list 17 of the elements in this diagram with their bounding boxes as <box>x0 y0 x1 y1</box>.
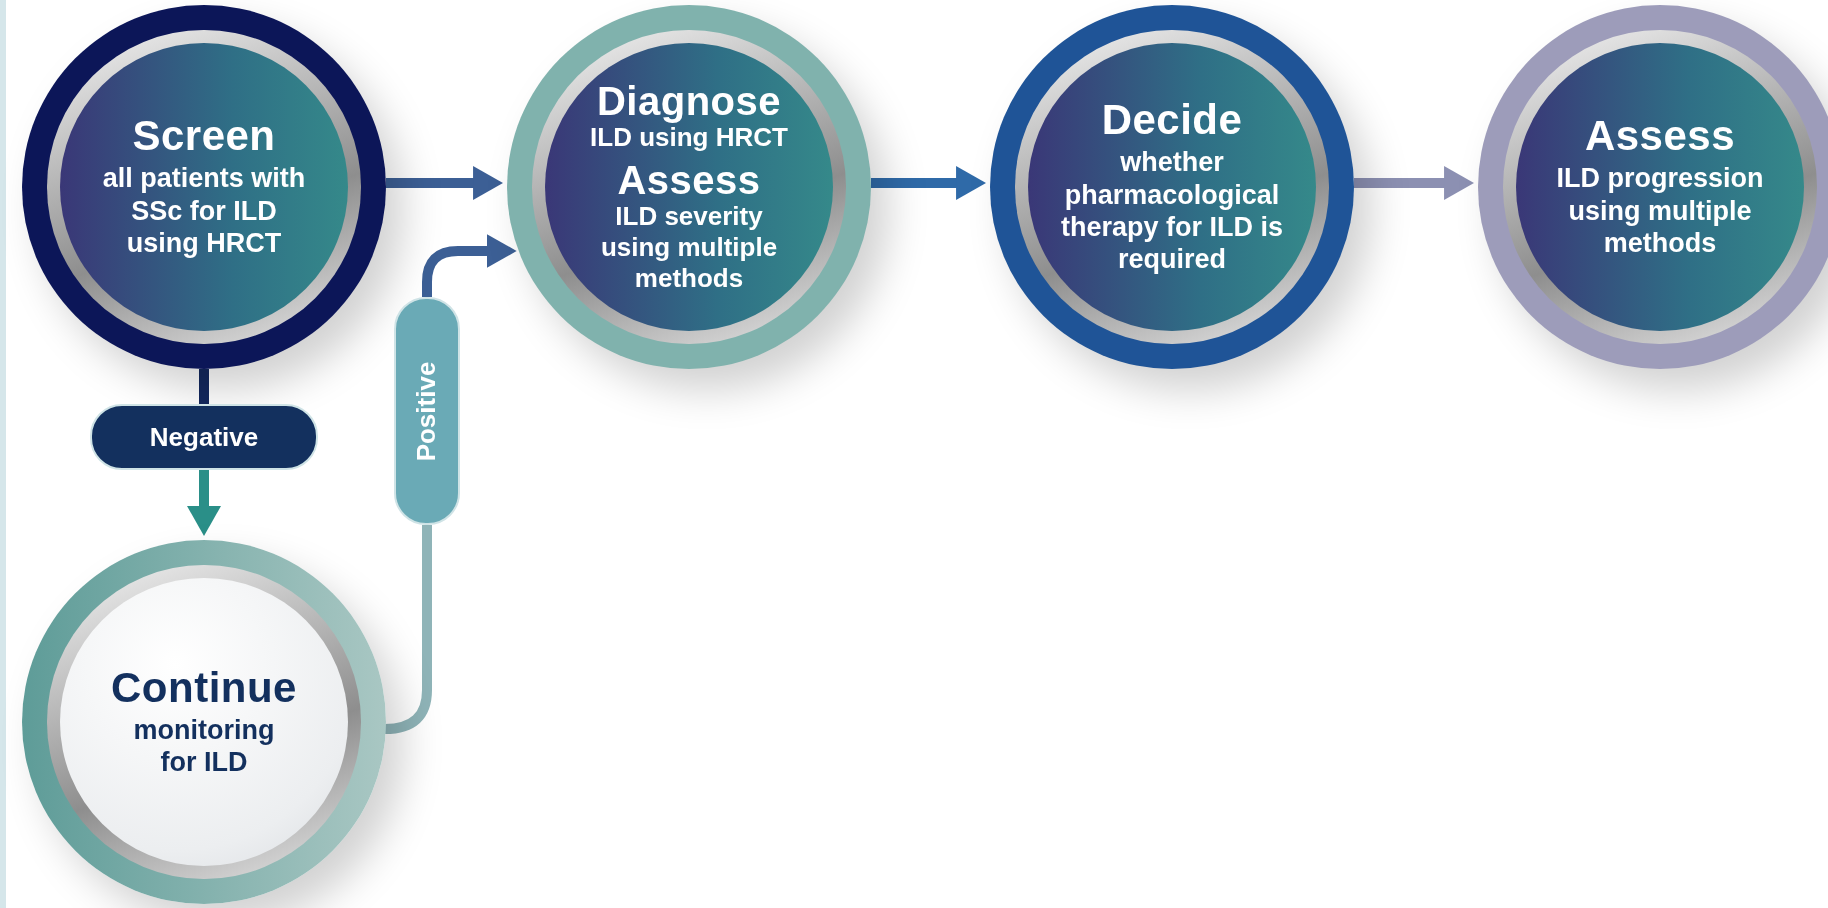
step-heading: Assess <box>1584 114 1736 159</box>
connector-arrow <box>385 166 504 200</box>
result-pill: Negative <box>90 404 318 470</box>
step-description: whether pharmacological therapy for ILD is required <box>1059 146 1284 276</box>
step-heading: Screen <box>132 114 276 159</box>
step-heading: Decide <box>1101 98 1243 143</box>
step-description: ILD progression using multiple methods <box>1555 162 1765 260</box>
step-description: all patients with SSc for ILD using HRCT <box>101 162 307 260</box>
connector-arrow <box>1353 166 1475 200</box>
step-description: monitoring for ILD <box>132 713 276 779</box>
step-heading: Assess <box>617 158 761 201</box>
connector-arrow <box>870 166 987 200</box>
result-pill: Positive <box>394 297 460 525</box>
step-description: ILD severity using multiple methods <box>599 200 779 295</box>
step-heading: Continue <box>111 665 297 710</box>
connector-arrow <box>187 470 221 536</box>
step-heading: Diagnose <box>596 79 781 122</box>
